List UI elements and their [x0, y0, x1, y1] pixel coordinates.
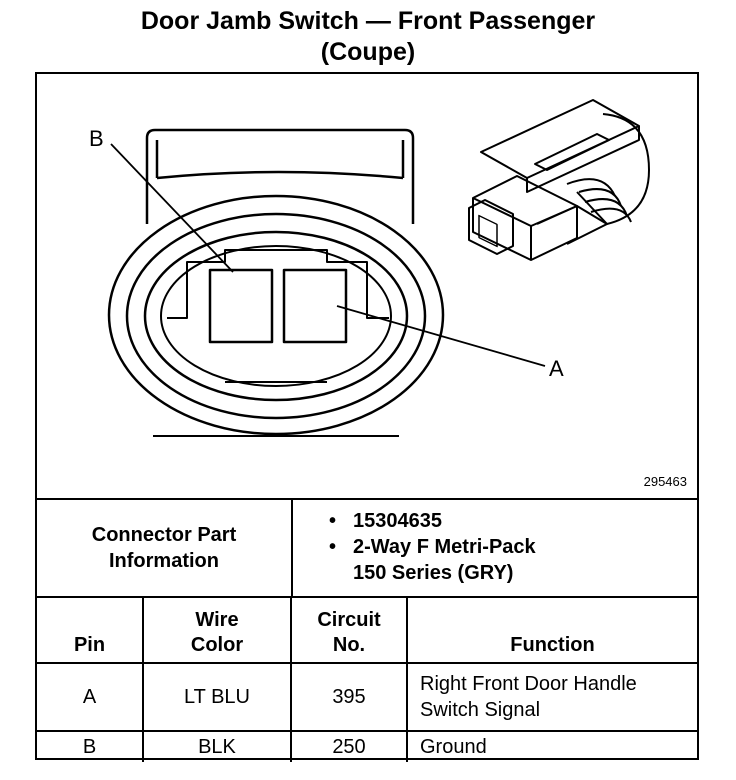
table-header-row: Pin Wire Color Circuit No. Function — [37, 598, 697, 664]
table-row: B BLK 250 Ground — [37, 730, 697, 762]
terminal-cavity-a — [282, 268, 348, 344]
callout-leader-b — [110, 143, 234, 273]
connector-part-info-list: • 15304635 • 2-Way F Metri-Pack 150 Seri… — [329, 508, 536, 586]
connector-isometric-view — [468, 99, 650, 261]
cell-wire-color: BLK — [142, 730, 292, 762]
connector-illustration: B A — [89, 99, 650, 437]
terminal-cavity-b — [208, 268, 274, 344]
pinout-table: Pin Wire Color Circuit No. Function A LT… — [37, 598, 697, 762]
cell-pin: A — [37, 662, 144, 732]
inner-frame — [167, 249, 389, 319]
title-line-1: Door Jamb Switch — Front Passenger — [140, 7, 596, 35]
connector-type: 2-Way F Metri-Pack 150 Series (GRY) — [353, 536, 536, 584]
bullet-icon: • — [329, 510, 337, 532]
connector-part-info-label: Connector Part Information — [37, 500, 293, 596]
cell-circuit: 250 — [290, 730, 408, 762]
housing-inner — [143, 230, 409, 402]
bullet-icon: • — [329, 536, 337, 558]
connector-sheet: B A 295463 Connec — [35, 72, 699, 762]
cell-wire-color: LT BLU — [142, 662, 292, 732]
title-line-2: (Coupe) — [320, 38, 416, 66]
cell-pin: B — [37, 730, 144, 762]
part-number: 15304635 — [353, 510, 442, 532]
diagram-title: Door Jamb Switch — Front Passenger (Coup… — [0, 6, 736, 68]
header-pin: Pin — [37, 598, 144, 664]
callout-label-b: B — [89, 126, 104, 151]
cavity-ring — [160, 245, 392, 387]
latch-tab — [145, 128, 415, 224]
cell-circuit: 395 — [290, 662, 408, 732]
figure-number: 295463 — [643, 474, 687, 489]
connector-part-info: Connector Part Information • 15304635 • … — [37, 500, 697, 598]
header-wire-color: Wire Color — [142, 598, 292, 664]
connector-diagram: B A 295463 — [37, 74, 697, 500]
callout-leader-a — [336, 305, 546, 367]
cell-function: Ground — [406, 730, 697, 762]
cell-function: Right Front Door Handle Switch Signal — [406, 662, 697, 732]
housing-outer — [107, 194, 445, 436]
header-function: Function — [406, 598, 697, 664]
housing-middle — [125, 212, 427, 420]
table-row: A LT BLU 395 Right Front Door Handle Swi… — [37, 662, 697, 732]
header-circuit-no: Circuit No. — [290, 598, 408, 664]
callout-label-a: A — [549, 356, 564, 381]
list-item: • 2-Way F Metri-Pack 150 Series (GRY) — [329, 534, 536, 586]
list-item: • 15304635 — [329, 508, 536, 534]
